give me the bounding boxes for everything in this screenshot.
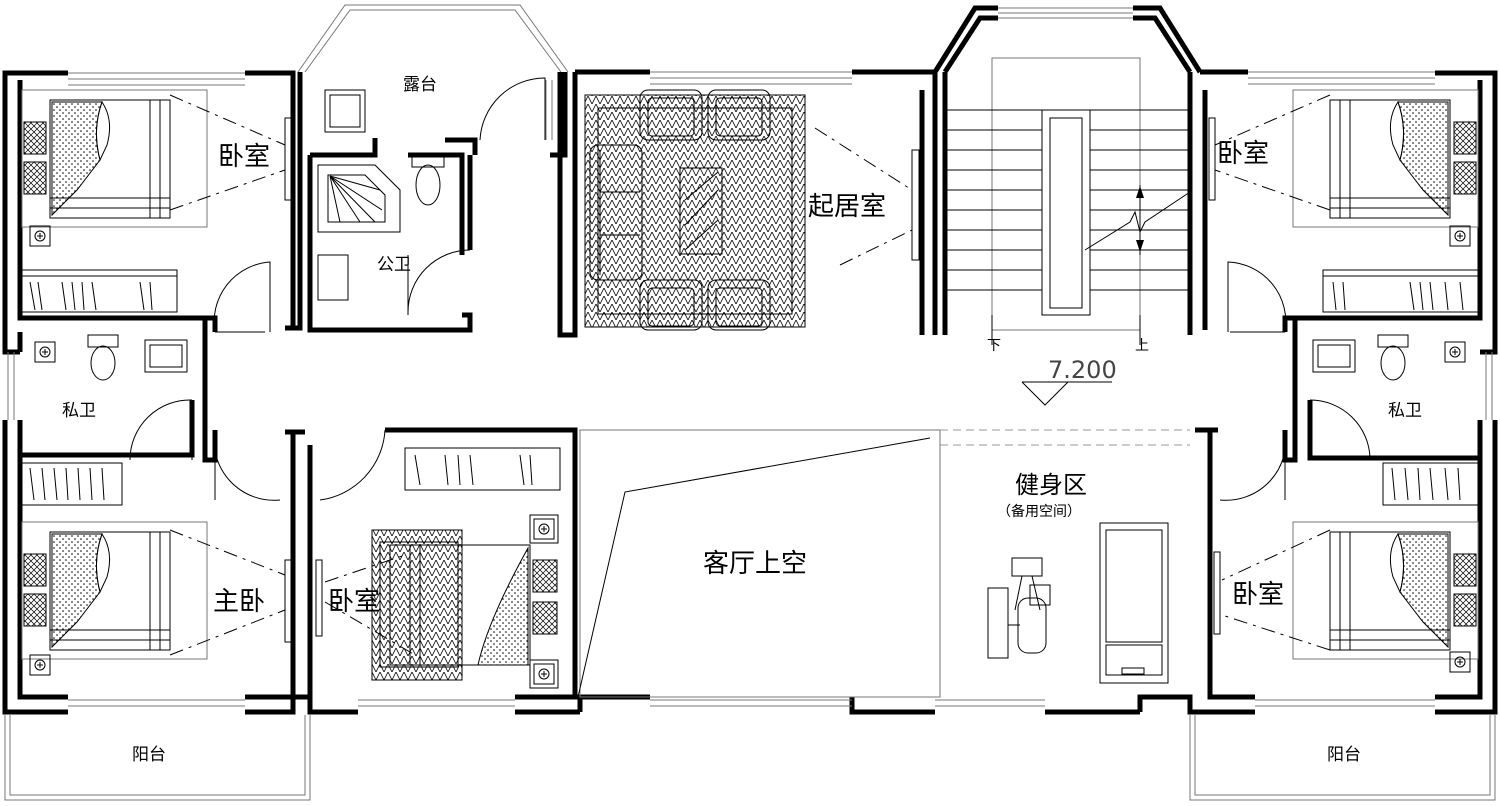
label-bedroom-mid-left: 卧室 — [328, 587, 380, 617]
label-private-bath-right: 私卫 — [1388, 401, 1422, 421]
open-lines — [577, 429, 1190, 698]
terrace — [297, 4, 569, 73]
label-public-bath: 公卫 — [377, 255, 411, 275]
master-bedroom-furniture — [21, 462, 292, 676]
label-living-room: 起居室 — [808, 192, 886, 222]
label-balcony-left: 阳台 — [132, 745, 166, 765]
room-labels: 卧室 私卫 主卧 卧室 露台 公卫 起居室 客厅上空 健身区 （备用空间） 卧室… — [62, 75, 1422, 765]
stairs-down-label: 下 — [987, 338, 1001, 354]
label-private-bath-left: 私卫 — [62, 401, 96, 421]
windows — [7, 7, 1493, 707]
balcony-left — [4, 715, 311, 801]
label-gym: 健身区 — [1015, 471, 1087, 499]
label-balcony-right: 阳台 — [1327, 745, 1361, 765]
gym-equipment — [987, 522, 1169, 684]
doors — [129, 77, 1371, 501]
label-living-void: 客厅上空 — [703, 549, 807, 579]
public-bath-fixtures — [317, 89, 445, 301]
label-master-bedroom: 主卧 — [213, 587, 265, 617]
balcony-right — [1189, 715, 1496, 801]
bedroom-mid-left-furniture — [315, 447, 561, 689]
living-room-furniture — [584, 89, 920, 331]
label-gym-note: （备用空间） — [997, 503, 1081, 520]
label-bedroom-bottom-right: 卧室 — [1232, 580, 1284, 610]
level-marker: 7.200 — [1048, 356, 1117, 384]
bedroom-top-right-furniture — [1208, 89, 1479, 313]
stairs: 下 上 7.200 — [945, 57, 1191, 406]
private-bath-right-fixtures — [1312, 334, 1466, 381]
stairs-up-label: 上 — [1135, 338, 1149, 354]
label-terrace: 露台 — [403, 75, 437, 95]
bedroom-bottom-right-furniture — [1213, 462, 1479, 673]
bedroom-top-left-furniture — [21, 89, 292, 313]
private-bath-left-fixtures — [34, 334, 188, 381]
label-bedroom-top-right: 卧室 — [1217, 139, 1269, 169]
label-bedroom-top-left: 卧室 — [218, 142, 270, 172]
